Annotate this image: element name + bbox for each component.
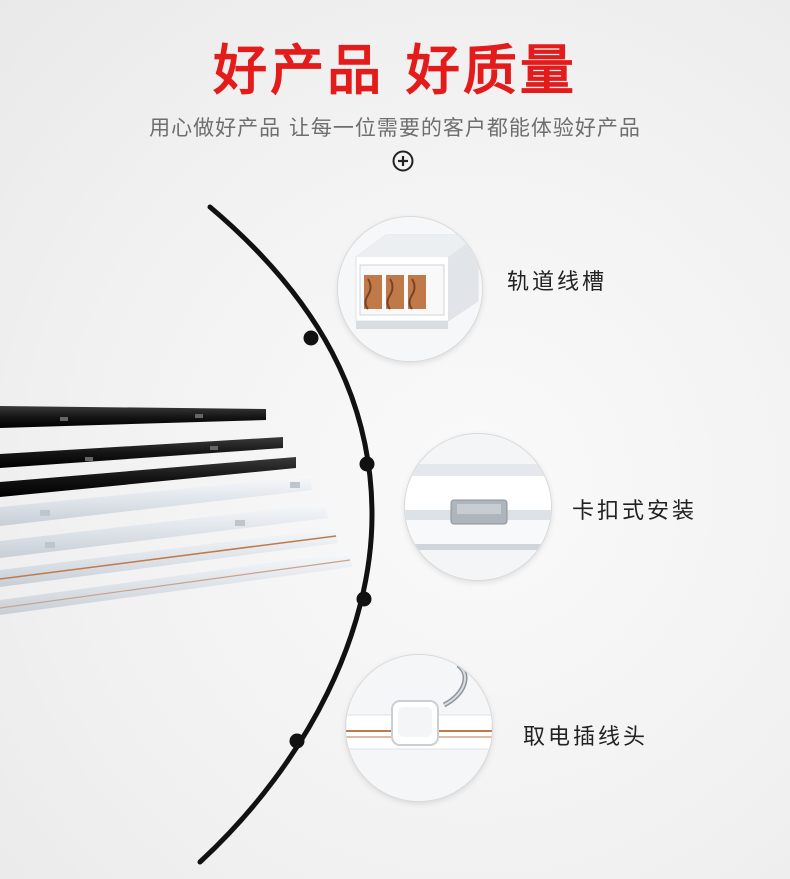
power-connector-detail <box>345 654 493 802</box>
black-rail-2 <box>0 437 283 468</box>
black-rail-3 <box>0 457 296 497</box>
page-headline: 好产品 好质量 <box>213 39 577 102</box>
plus-circle-icon[interactable] <box>392 150 414 172</box>
white-rail-2 <box>0 503 328 558</box>
rail-section-detail <box>337 216 483 362</box>
connector-dot-4 <box>289 733 305 749</box>
page-subline: 用心做好产品 让每一位需要的客户都能体验好产品 <box>149 116 641 140</box>
connector-dot-1 <box>303 330 319 346</box>
feature-label-clip-mount: 卡扣式安装 <box>572 499 698 524</box>
black-rail-1 <box>0 406 266 428</box>
connector-dot-3 <box>356 591 372 607</box>
white-rail-1 <box>0 476 312 526</box>
feature-label-power-connector: 取电插线头 <box>523 725 649 750</box>
connector-dot-2 <box>359 456 375 472</box>
clip-mount-detail <box>404 433 552 581</box>
white-rail-3 <box>0 528 338 587</box>
white-rail-4 <box>0 552 352 615</box>
curved-divider-arc <box>197 204 375 865</box>
feature-label-rail-slot: 轨道线槽 <box>507 270 608 295</box>
